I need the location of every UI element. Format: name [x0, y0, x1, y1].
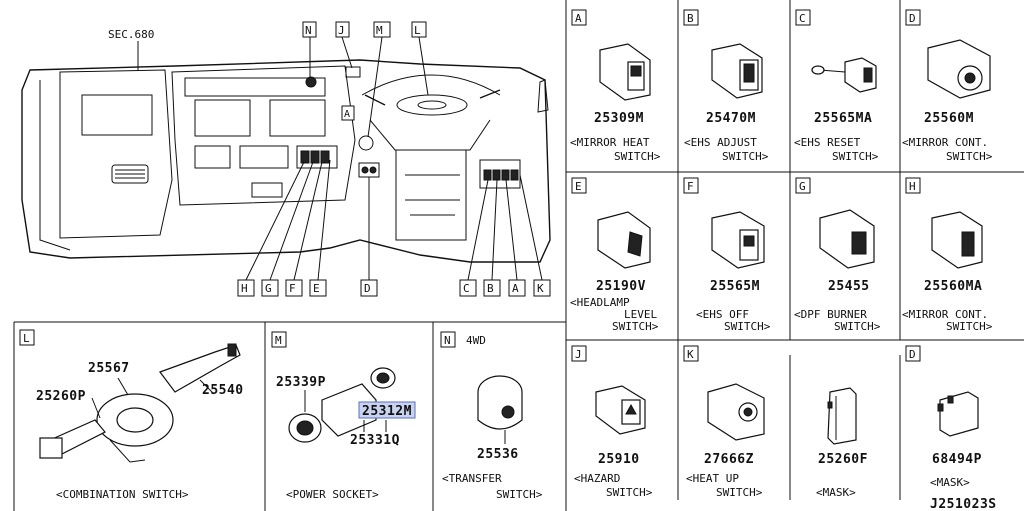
panel-m-part-3: 25331Q [350, 433, 400, 448]
panel-k: K 27666Z <HEAT UP SWITCH> [683, 345, 765, 499]
panel-m-caption: <POWER SOCKET> [286, 488, 379, 501]
callout-e: E [313, 282, 320, 295]
panel-k-letter: K [687, 348, 694, 361]
panel-k-caption-2: SWITCH> [716, 486, 763, 499]
panel-c-caption-1: <EHS RESET [794, 136, 861, 149]
panel-d-caption-2: SWITCH> [946, 150, 993, 163]
panel-l-part-2: 25260P [36, 389, 86, 404]
dashboard-illustration: SEC.680 [21, 28, 551, 263]
top-callouts: N J M L A [302, 21, 429, 138]
panel-g-caption-1: <DPF BURNER [794, 308, 867, 321]
panel-f-caption-1: <EHS OFF [696, 308, 749, 321]
panel-d: D 25560M <MIRROR CONT. SWITCH> [902, 9, 993, 163]
callout-l: L [414, 24, 421, 37]
panel-j-part: 25910 [598, 452, 640, 467]
panel-h-part: 25560MA [924, 279, 982, 294]
panel-l-combination-switch: L 25567 25260P 25540 <COMBINATION SWITCH… [19, 329, 244, 501]
panel-h-letter: H [909, 180, 916, 193]
panel-a-caption-2: SWITCH> [614, 150, 661, 163]
callout-d: D [364, 282, 371, 295]
panel-b-caption-1: <EHS ADJUST [684, 136, 757, 149]
callout-g: G [265, 282, 272, 295]
panel-e-caption-3: SWITCH> [612, 320, 659, 333]
panel-e-letter: E [575, 180, 582, 193]
callout-a: A [512, 282, 519, 295]
diagram-id: J251023S [930, 497, 997, 511]
panel-n-caption-1: <TRANSFER [442, 472, 502, 485]
panel-h-caption-1: <MIRROR CONT. [902, 308, 988, 321]
panel-l-part-1: 25567 [88, 361, 130, 376]
panel-grid [13, 0, 1024, 511]
panel-mask-2-part: 68494P [932, 452, 982, 467]
callout-n: N [305, 24, 312, 37]
panel-b-part: 25470M [706, 111, 756, 126]
bottom-callouts: H G F E D C B A K [237, 159, 551, 297]
panel-b-letter: B [687, 12, 694, 25]
callout-h: H [241, 282, 248, 295]
panel-e-part: 25190V [596, 279, 646, 294]
panel-c-part: 25565MA [814, 111, 872, 126]
panel-mask-1-part: 25260F [818, 452, 868, 467]
panel-e-caption-1: <HEADLAMP [570, 296, 630, 309]
callout-f: F [289, 282, 296, 295]
callout-k: K [537, 282, 544, 295]
panel-n-transfer-switch: N 4WD 25536 <TRANSFER SWITCH> [440, 331, 543, 501]
panel-mask-1: 25260F <MASK> [816, 387, 868, 499]
sec-label: SEC.680 [108, 28, 154, 41]
panel-h-caption-2: SWITCH> [946, 320, 993, 333]
panel-d-caption-1: <MIRROR CONT. [902, 136, 988, 149]
panel-j-caption-2: SWITCH> [606, 486, 653, 499]
panel-b-caption-2: SWITCH> [722, 150, 769, 163]
panel-k-part: 27666Z [704, 452, 754, 467]
panel-e: E 25190V <HEADLAMP LEVEL SWITCH> [570, 177, 659, 333]
callout-b: B [487, 282, 494, 295]
panel-m-part-2: 25312M [362, 404, 412, 419]
panel-a-caption-1: <MIRROR HEAT [570, 136, 650, 149]
panel-f-letter: F [687, 180, 694, 193]
panel-g-part: 25455 [828, 279, 870, 294]
panel-c-letter: C [799, 12, 806, 25]
panel-d-part: 25560M [924, 111, 974, 126]
panel-m-part-1: 25339P [276, 375, 326, 390]
panel-h: H 25560MA <MIRROR CONT. SWITCH> [902, 177, 993, 333]
panel-l-caption: <COMBINATION SWITCH> [56, 488, 189, 501]
panel-mask-2-caption: <MASK> [930, 476, 970, 489]
callout-c: C [463, 282, 470, 295]
panel-j-caption-1: <HAZARD [574, 472, 620, 485]
panel-n-subtitle: 4WD [466, 334, 486, 347]
panel-a-letter: A [575, 12, 582, 25]
panel-l-letter: L [23, 332, 30, 345]
panel-n-letter: N [444, 334, 451, 347]
panel-d-letter: D [909, 12, 916, 25]
panel-f-part: 25565M [710, 279, 760, 294]
panel-g: G 25455 <DPF BURNER SWITCH> [794, 177, 881, 333]
panel-mask-2-letter: D [909, 348, 916, 361]
panel-m-power-socket: M 25339P 25312M 25331Q <POWER SOCKET> [271, 331, 416, 501]
highlight-25312m [358, 401, 416, 419]
panel-c: C 25565MA <EHS RESET SWITCH> [794, 9, 879, 163]
panel-j: J 25910 <HAZARD SWITCH> [571, 345, 653, 499]
panel-n-part: 25536 [477, 447, 519, 462]
panel-f-caption-2: SWITCH> [724, 320, 771, 333]
callout-j: J [338, 24, 345, 37]
callout-m: M [376, 24, 383, 37]
panel-g-caption-2: SWITCH> [834, 320, 881, 333]
panel-b: B 25470M <EHS ADJUST SWITCH> [683, 9, 769, 163]
panel-m-letter: M [275, 334, 282, 347]
panel-e-caption-2: LEVEL [624, 308, 657, 321]
panel-mask-2: D 68494P <MASK> [905, 345, 982, 489]
panel-f: F 25565M <EHS OFF SWITCH> [683, 177, 771, 333]
panel-c-caption-2: SWITCH> [832, 150, 879, 163]
panel-a: A 25309M <MIRROR HEAT SWITCH> [570, 9, 661, 163]
panel-j-letter: J [575, 348, 582, 361]
panel-g-letter: G [799, 180, 806, 193]
panel-mask-1-caption: <MASK> [816, 486, 856, 499]
callout-inner-a: A [344, 109, 350, 120]
panel-n-caption-2: SWITCH> [496, 488, 543, 501]
panel-a-part: 25309M [594, 111, 644, 126]
panel-l-part-3: 25540 [202, 383, 244, 398]
panel-k-caption-1: <HEAT UP [686, 472, 739, 485]
